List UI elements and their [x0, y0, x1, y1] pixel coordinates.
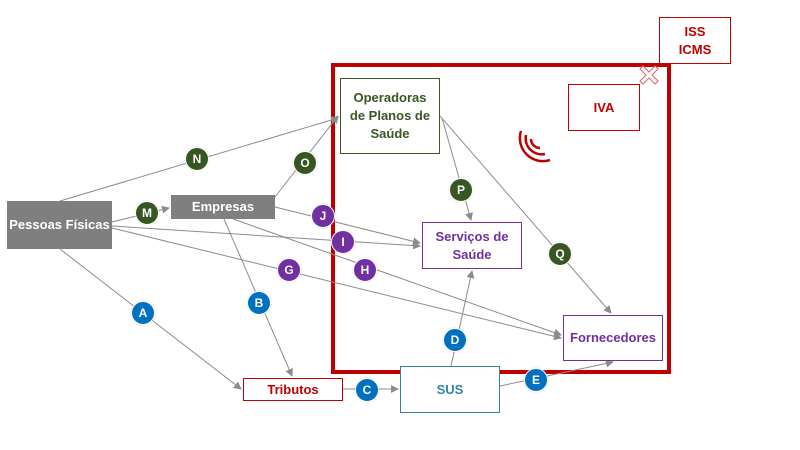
edge-label-m: M [135, 201, 159, 225]
node-sus: SUS [400, 366, 500, 413]
node-tributos: Tributos [243, 378, 343, 401]
edge-label-b: B [247, 291, 271, 315]
edge-i [111, 225, 421, 250]
edge-label-d: D [443, 328, 467, 352]
edge-h [232, 218, 562, 337]
edge-e [499, 359, 614, 387]
edge-label-a: A [131, 301, 155, 325]
node-fornecedores: Fornecedores [563, 315, 663, 361]
edge-g [111, 227, 562, 341]
node-empresas: Empresas [171, 195, 275, 219]
edge-label-g: G [277, 258, 301, 282]
wireless-signal-icon [518, 130, 551, 163]
node-operadoras: Operadoras de Planos de Saúde [340, 78, 440, 154]
node-iss-icms: ISS ICMS [659, 17, 731, 64]
edge-p [441, 117, 473, 221]
node-pessoas-fisicas: Pessoas Físicas [7, 201, 112, 249]
edge-label-e: E [524, 368, 548, 392]
edge-j [274, 206, 421, 246]
edge-label-p: P [449, 178, 473, 202]
close-x-icon [639, 65, 659, 85]
edge-label-i: I [331, 230, 355, 254]
edge-label-q: Q [548, 242, 572, 266]
node-servicos-saude: Serviços de Saúde [422, 222, 522, 269]
node-iva: IVA [568, 84, 640, 131]
edge-label-h: H [353, 258, 377, 282]
edge-label-n: N [185, 147, 209, 171]
edge-label-c: C [355, 378, 379, 402]
edge-q [439, 115, 612, 314]
edge-label-j: J [311, 204, 335, 228]
edge-label-o: O [293, 151, 317, 175]
